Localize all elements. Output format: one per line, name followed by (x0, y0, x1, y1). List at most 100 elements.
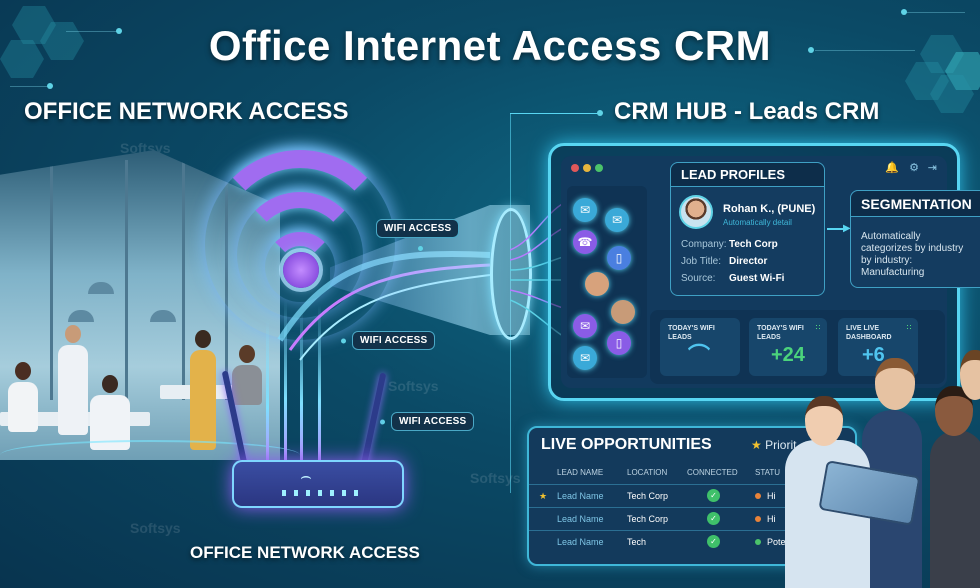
email-icon: ✉ (573, 314, 597, 338)
connected-check-icon: ✓ (707, 489, 720, 502)
segmentation-heading: SEGMENTATION (851, 191, 980, 217)
wifi-access-label: WIFI ACCESS (391, 412, 475, 431)
priority-filter[interactable]: ★ Priorit (751, 438, 797, 452)
lead-subtitle: Automatically detail (723, 218, 792, 227)
location-cell: Tech Corp (627, 491, 669, 501)
office-network-title: OFFICE NETWORK ACCESS (24, 98, 349, 125)
status-dot (755, 493, 761, 499)
arrow-connector (827, 228, 847, 230)
person-figure (190, 330, 216, 450)
location-cell: Tech Corp (627, 514, 669, 524)
lead-avatar-icon (611, 300, 635, 324)
circuit-dot (116, 28, 122, 34)
crm-hub-title: CRM HUB - Leads CRM (614, 98, 880, 125)
lead-avatar-icon (585, 272, 609, 296)
data-beam (266, 320, 269, 465)
status-dot (755, 539, 761, 545)
data-beam (284, 300, 287, 465)
segmentation-card[interactable]: SEGMENTATION Automatically categorizes b… (850, 190, 980, 288)
lead-sources-panel: ✉ ☎ ✉ ▯ ✉ ▯ ✉ (567, 186, 647, 378)
drag-handle-icon[interactable] (815, 324, 821, 330)
person-figure (8, 362, 38, 432)
person-figure (58, 325, 88, 435)
mobile-icon: ▯ (607, 246, 631, 270)
column-header-location[interactable]: LOCATION (627, 468, 668, 477)
drag-handle-icon[interactable] (906, 324, 912, 330)
window-minimize-dot[interactable] (583, 164, 591, 172)
circuit-line (905, 12, 965, 13)
logout-icon[interactable]: ⇥ (927, 162, 937, 174)
lead-name-cell[interactable]: Lead Name (557, 537, 604, 547)
opportunities-title: LIVE OPPORTUNITIES (541, 436, 712, 453)
lead-field-source: Source:Guest Wi-Fi (681, 273, 785, 284)
funnel-rim (490, 208, 532, 340)
floor-glow (0, 440, 300, 470)
connector-line (510, 113, 600, 114)
data-beam (318, 305, 321, 465)
stat-card-wifi-leads-count[interactable]: TODAY'S WIFI LEADS +24 (749, 318, 827, 376)
phone-icon: ☎ (573, 230, 597, 254)
business-team-illustration (780, 350, 980, 588)
stat-card-wifi-leads[interactable]: TODAY'S WIFI LEADS ⌒ (660, 318, 740, 376)
wifi-access-label: WIFI ACCESS (376, 219, 460, 251)
router-wifi-icon: ⌢ (300, 466, 312, 486)
watermark-logo: Softsys (470, 470, 521, 486)
bell-icon[interactable]: 🔔 (885, 162, 899, 174)
circuit-line (815, 50, 915, 51)
lamp-icon (68, 310, 94, 322)
stat-label: LIVE LIVE DASHBOARD (846, 325, 892, 341)
status-cell: Potent (767, 537, 794, 547)
office-network-footer: OFFICE NETWORK ACCESS (190, 543, 420, 562)
circuit-dot (901, 9, 907, 15)
lamp-icon (88, 282, 114, 294)
stat-label: TODAY'S WIFI LEADS (757, 325, 804, 341)
table-row[interactable]: Lead Name Tech ✓ Potent (529, 530, 855, 553)
lead-field-job-title: Job Title:Director (681, 256, 768, 267)
router-icon: ⌢ (232, 460, 404, 508)
mobile-icon: ▯ (607, 331, 631, 355)
stat-value: +6 (862, 344, 885, 366)
lead-field-company: Company:Tech Corp (681, 239, 778, 250)
column-header-status[interactable]: STATU (755, 468, 781, 477)
lead-name: Rohan K., (PUNE) (723, 203, 816, 215)
arrow-right-icon: ▶ (843, 223, 851, 234)
circuit-dot (808, 47, 814, 53)
status-cell: Hi (767, 514, 776, 524)
page-title: Office Internet Access CRM (208, 22, 772, 69)
watermark-logo: Softsys (388, 378, 439, 394)
gear-icon[interactable]: ⚙ (909, 162, 919, 174)
wifi-icon: ⌒ (688, 343, 711, 368)
segmentation-body: Automatically categorizes by industry by… (861, 231, 964, 278)
column-header-connected[interactable]: CONNECTED (687, 468, 738, 477)
data-beam (300, 310, 303, 465)
column-header-lead-name[interactable]: LEAD NAME (557, 468, 604, 477)
email-icon: ✉ (605, 208, 629, 232)
email-icon: ✉ (573, 346, 597, 370)
status-cell: Hi (767, 491, 776, 501)
location-cell: Tech (627, 537, 647, 547)
lead-profiles-heading: LEAD PROFILES (671, 163, 824, 187)
circuit-line (66, 31, 120, 32)
connected-check-icon: ✓ (707, 512, 720, 525)
wifi-symbol-icon (205, 140, 395, 330)
star-icon[interactable]: ★ (539, 491, 548, 501)
person-figure (232, 345, 262, 405)
lead-profile-card[interactable]: LEAD PROFILES Rohan K., (PUNE) Automatic… (670, 162, 825, 296)
stat-label: TODAY'S WIFI LEADS (668, 325, 715, 341)
wifi-access-label: WIFI ACCESS (352, 331, 436, 350)
lead-avatar (679, 195, 713, 229)
circuit-dot (47, 83, 53, 89)
watermark-logo: Softsys (130, 520, 181, 536)
table-row[interactable]: ★ Lead Name Tech Corp ✓ Hi (529, 484, 855, 507)
connector-dot (597, 110, 603, 116)
stat-value: +24 (771, 344, 805, 366)
table-row[interactable]: Lead Name Tech Corp ✓ Hi (529, 507, 855, 530)
star-icon: ★ (751, 438, 762, 452)
lamp-icon (150, 310, 176, 322)
window-close-dot[interactable] (571, 164, 579, 172)
window-maximize-dot[interactable] (595, 164, 603, 172)
lead-name-cell[interactable]: Lead Name (557, 491, 604, 501)
lead-name-cell[interactable]: Lead Name (557, 514, 604, 524)
circuit-line (10, 86, 50, 87)
email-icon: ✉ (573, 198, 597, 222)
